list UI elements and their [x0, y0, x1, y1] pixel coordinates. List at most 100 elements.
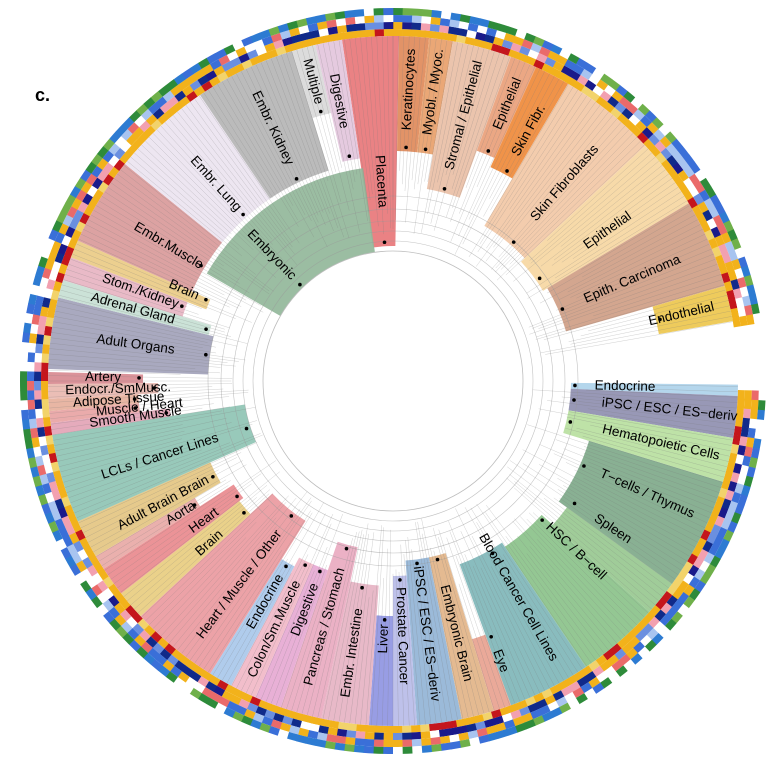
clade-sector: [121, 501, 251, 617]
tree-leaf-branch: [181, 491, 308, 654]
annotation-ring-segment: [159, 648, 172, 660]
annotation-ring-segment: [173, 676, 186, 689]
annotation-ring-segment: [48, 520, 59, 533]
annotation-ring-segment: [102, 587, 114, 600]
tree-leaf-branch: [576, 238, 708, 299]
annotation-ring-segment: [731, 238, 742, 251]
annotation-ring-segment: [215, 48, 228, 60]
tree-leaf-branch: [98, 480, 231, 562]
tree-leaf-branch: [555, 195, 685, 279]
clade-label: Prostate Cancer: [394, 587, 412, 686]
annotation-ring-segment: [75, 529, 86, 541]
annotation-ring-segment: [514, 722, 527, 733]
annotation-ring-segment: [356, 30, 367, 38]
annotation-ring-segment: [478, 734, 490, 744]
annotation-ring-segment: [431, 10, 443, 19]
tree-leaf-branch: [433, 48, 485, 231]
annotation-ring-segment: [728, 298, 738, 310]
tree-leaf-branch: [512, 521, 618, 644]
tree-leaf-branch: [50, 403, 214, 425]
tree-leaf-branch: [433, 550, 474, 717]
tree-leaf-branch: [307, 46, 350, 211]
tree-leaf-branch: [64, 444, 199, 488]
annotation-ring-segment: [165, 671, 178, 683]
tree-leaf-branch: [68, 263, 188, 307]
tree-leaf-branch: [156, 129, 291, 272]
tree-leaf-branch: [212, 86, 299, 227]
clade-node-dot: [244, 426, 249, 431]
annotation-ring-segment: [677, 592, 690, 605]
annotation-ring-segment: [572, 687, 585, 699]
annotation-ring-segment: [731, 512, 742, 525]
annotation-ring-segment: [97, 169, 109, 182]
tree-leaf-branch: [152, 521, 257, 629]
tree-leaf-branch: [203, 92, 273, 198]
annotation-ring-segment: [664, 618, 677, 631]
annotation-ring-segment: [205, 69, 218, 81]
tree-leaf-branch: [104, 494, 221, 571]
annotation-ring-segment: [91, 165, 103, 178]
annotation-ring-segment: [737, 306, 747, 318]
tree-leaf-branch: [207, 89, 279, 200]
tree-leaf-branch: [286, 570, 332, 710]
annotation-ring-segment: [319, 718, 331, 728]
annotation-ring-segment: [189, 79, 202, 91]
annotation-ring-segment: [102, 576, 114, 588]
annotation-ring-segment: [393, 15, 403, 23]
tree-leaf-branch: [93, 464, 247, 553]
annotation-ring-segment: [756, 409, 765, 421]
annotation-ring-segment: [66, 543, 78, 556]
annotation-ring-segment: [56, 211, 68, 224]
tree-leaf-branch: [604, 414, 734, 436]
tree-leaf-branch: [120, 499, 241, 593]
annotation-ring-segment: [683, 165, 695, 178]
annotation-ring-segment: [714, 234, 725, 247]
annotation-ring-segment: [275, 706, 287, 716]
annotation-ring-segment: [533, 36, 546, 47]
annotation-ring-segment: [664, 131, 677, 144]
annotation-ring-segment: [604, 84, 617, 97]
tree-leaf-branch: [130, 156, 240, 250]
annotation-ring-segment: [301, 38, 313, 48]
annotation-ring-segment: [20, 380, 28, 391]
clade-sector: [63, 257, 188, 317]
annotation-ring-segment: [600, 73, 613, 86]
clade-sector: [428, 553, 494, 720]
clade-sector: [140, 493, 306, 674]
annotation-ring-segment: [525, 55, 537, 66]
annotation-ring-segment: [46, 471, 56, 483]
tree-leaf-branch: [255, 523, 332, 698]
annotation-ring-segment: [54, 252, 65, 264]
annotation-ring-segment: [261, 35, 274, 46]
annotation-ring-segment: [129, 639, 142, 652]
annotation-ring-segment: [355, 731, 366, 739]
annotation-ring-segment: [654, 140, 667, 153]
annotation-ring-segment: [193, 665, 206, 677]
tree-leaf-branch: [60, 289, 231, 337]
annotation-ring-segment: [119, 152, 131, 164]
annotation-ring-segment: [508, 49, 520, 60]
annotation-ring-segment: [702, 540, 713, 553]
annotation-ring-segment: [136, 103, 149, 116]
annotation-ring-segment: [115, 124, 128, 137]
annotation-ring-segment: [365, 724, 375, 733]
annotation-ring-segment: [35, 333, 45, 345]
tree-leaf-branch: [74, 434, 263, 514]
annotation-ring-segment: [40, 306, 49, 317]
tree-leaf-branch: [480, 567, 541, 694]
annotation-ring-segment: [595, 654, 608, 666]
tree-leaf-branch: [80, 452, 242, 529]
tree-leaf-branch: [80, 233, 239, 309]
annotation-ring-segment: [127, 121, 140, 134]
tree-leaf-branch: [104, 191, 239, 280]
annotation-ring-segment: [636, 618, 649, 631]
annotation-ring-segment: [580, 85, 593, 97]
tree-leaf-branch: [54, 316, 216, 348]
tree-leaf-branch: [64, 274, 230, 329]
annotation-ring-segment: [279, 29, 292, 40]
clade-node-dot: [423, 147, 428, 152]
annotation-ring-segment: [728, 452, 738, 464]
annotation-ring-segment: [714, 203, 726, 216]
annotation-ring-segment: [335, 18, 347, 27]
